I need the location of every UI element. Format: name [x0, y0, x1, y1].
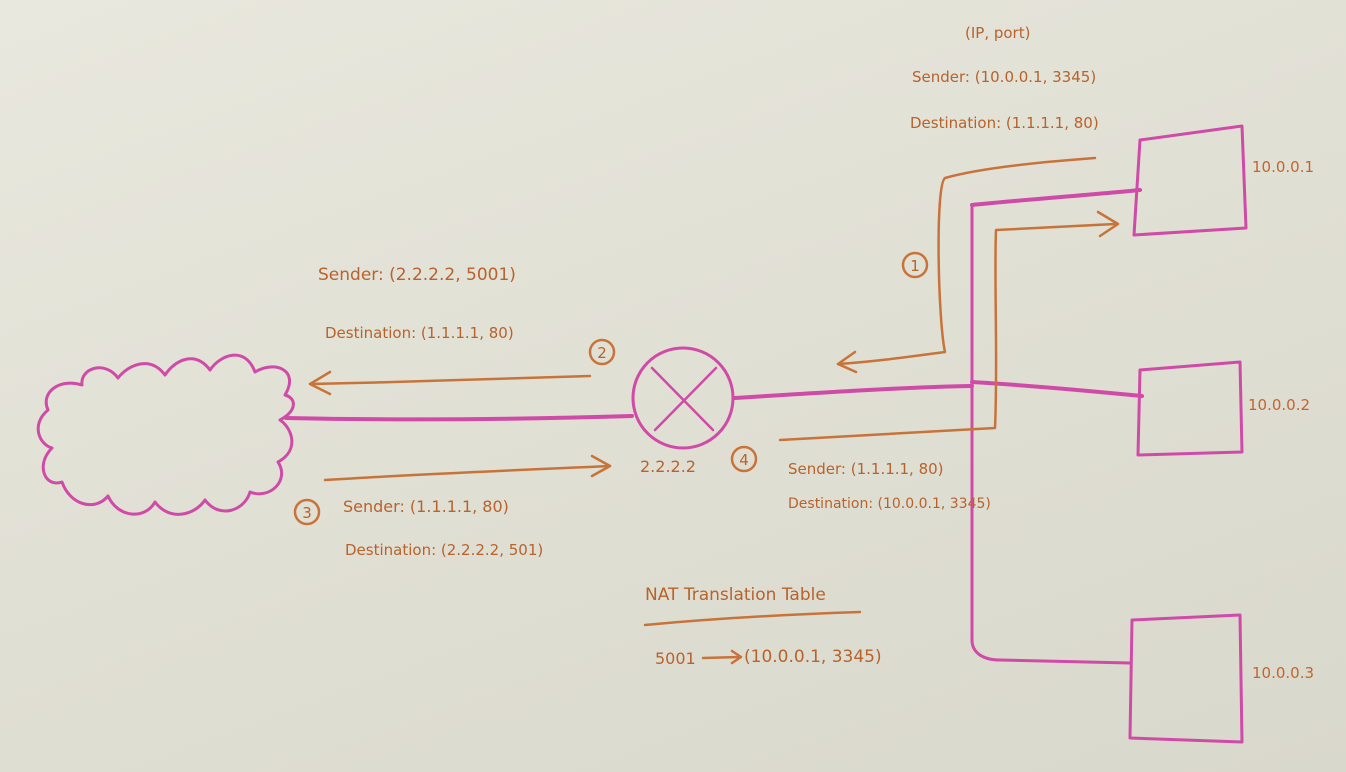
branch-host-2 — [970, 380, 1144, 398]
legend-header: (IP, port) — [965, 24, 1030, 42]
step-2-destination: Destination: (1.1.1.1, 80) — [325, 324, 514, 342]
host-box-3 — [1128, 613, 1244, 744]
nat-table-mapping: (10.0.0.1, 3345) — [744, 647, 882, 667]
host-1-ip: 10.0.0.1 — [1252, 158, 1314, 176]
branch-host-1 — [970, 188, 1142, 207]
host-3-ip: 10.0.0.3 — [1252, 664, 1314, 682]
nat-table-port: 5001 — [655, 649, 696, 668]
host-box-1 — [1132, 124, 1248, 237]
router-to-lan-link — [733, 384, 974, 400]
flow-arrow-2-head — [308, 370, 332, 396]
svg-text:1: 1 — [910, 257, 920, 275]
legend-destination: Destination: (1.1.1.1, 80) — [910, 114, 1099, 132]
flow-arrow-1-head — [836, 350, 858, 374]
host-2-ip: 10.0.0.2 — [1248, 396, 1310, 414]
router-x-icon — [650, 366, 718, 432]
step-badge-2: 2 — [588, 338, 616, 366]
flow-arrow-4-head — [1096, 210, 1120, 238]
svg-text:4: 4 — [739, 451, 749, 469]
router-ip-label: 2.2.2.2 — [640, 457, 696, 476]
svg-text:2: 2 — [597, 344, 607, 362]
step-badge-1: 1 — [901, 251, 929, 279]
nat-mapping-arrow — [701, 649, 743, 665]
internet-cloud — [36, 353, 295, 516]
step-3-destination: Destination: (2.2.2.2, 501) — [345, 541, 543, 559]
svg-text:3: 3 — [302, 504, 312, 522]
flow-arrow-3 — [323, 464, 612, 482]
nat-table-underline — [643, 610, 862, 627]
flow-arrow-2 — [308, 374, 592, 386]
flow-arrow-1 — [836, 156, 1097, 366]
step-badge-3: 3 — [293, 498, 321, 526]
nat-table-title: NAT Translation Table — [645, 585, 826, 605]
step-3-sender: Sender: (1.1.1.1, 80) — [343, 497, 509, 516]
legend-sender: Sender: (10.0.0.1, 3345) — [912, 68, 1096, 86]
step-2-sender: Sender: (2.2.2.2, 5001) — [318, 265, 516, 285]
host-box-2 — [1136, 360, 1244, 457]
step-4-sender: Sender: (1.1.1.1, 80) — [788, 460, 944, 478]
flow-arrow-4 — [778, 222, 1117, 442]
flow-arrow-3-head — [590, 454, 612, 478]
step-4-destination: Destination: (10.0.0.1, 3345) — [788, 496, 991, 512]
lan-bus — [970, 203, 1132, 665]
step-badge-4: 4 — [730, 445, 758, 473]
cloud-to-router-link — [284, 414, 634, 422]
